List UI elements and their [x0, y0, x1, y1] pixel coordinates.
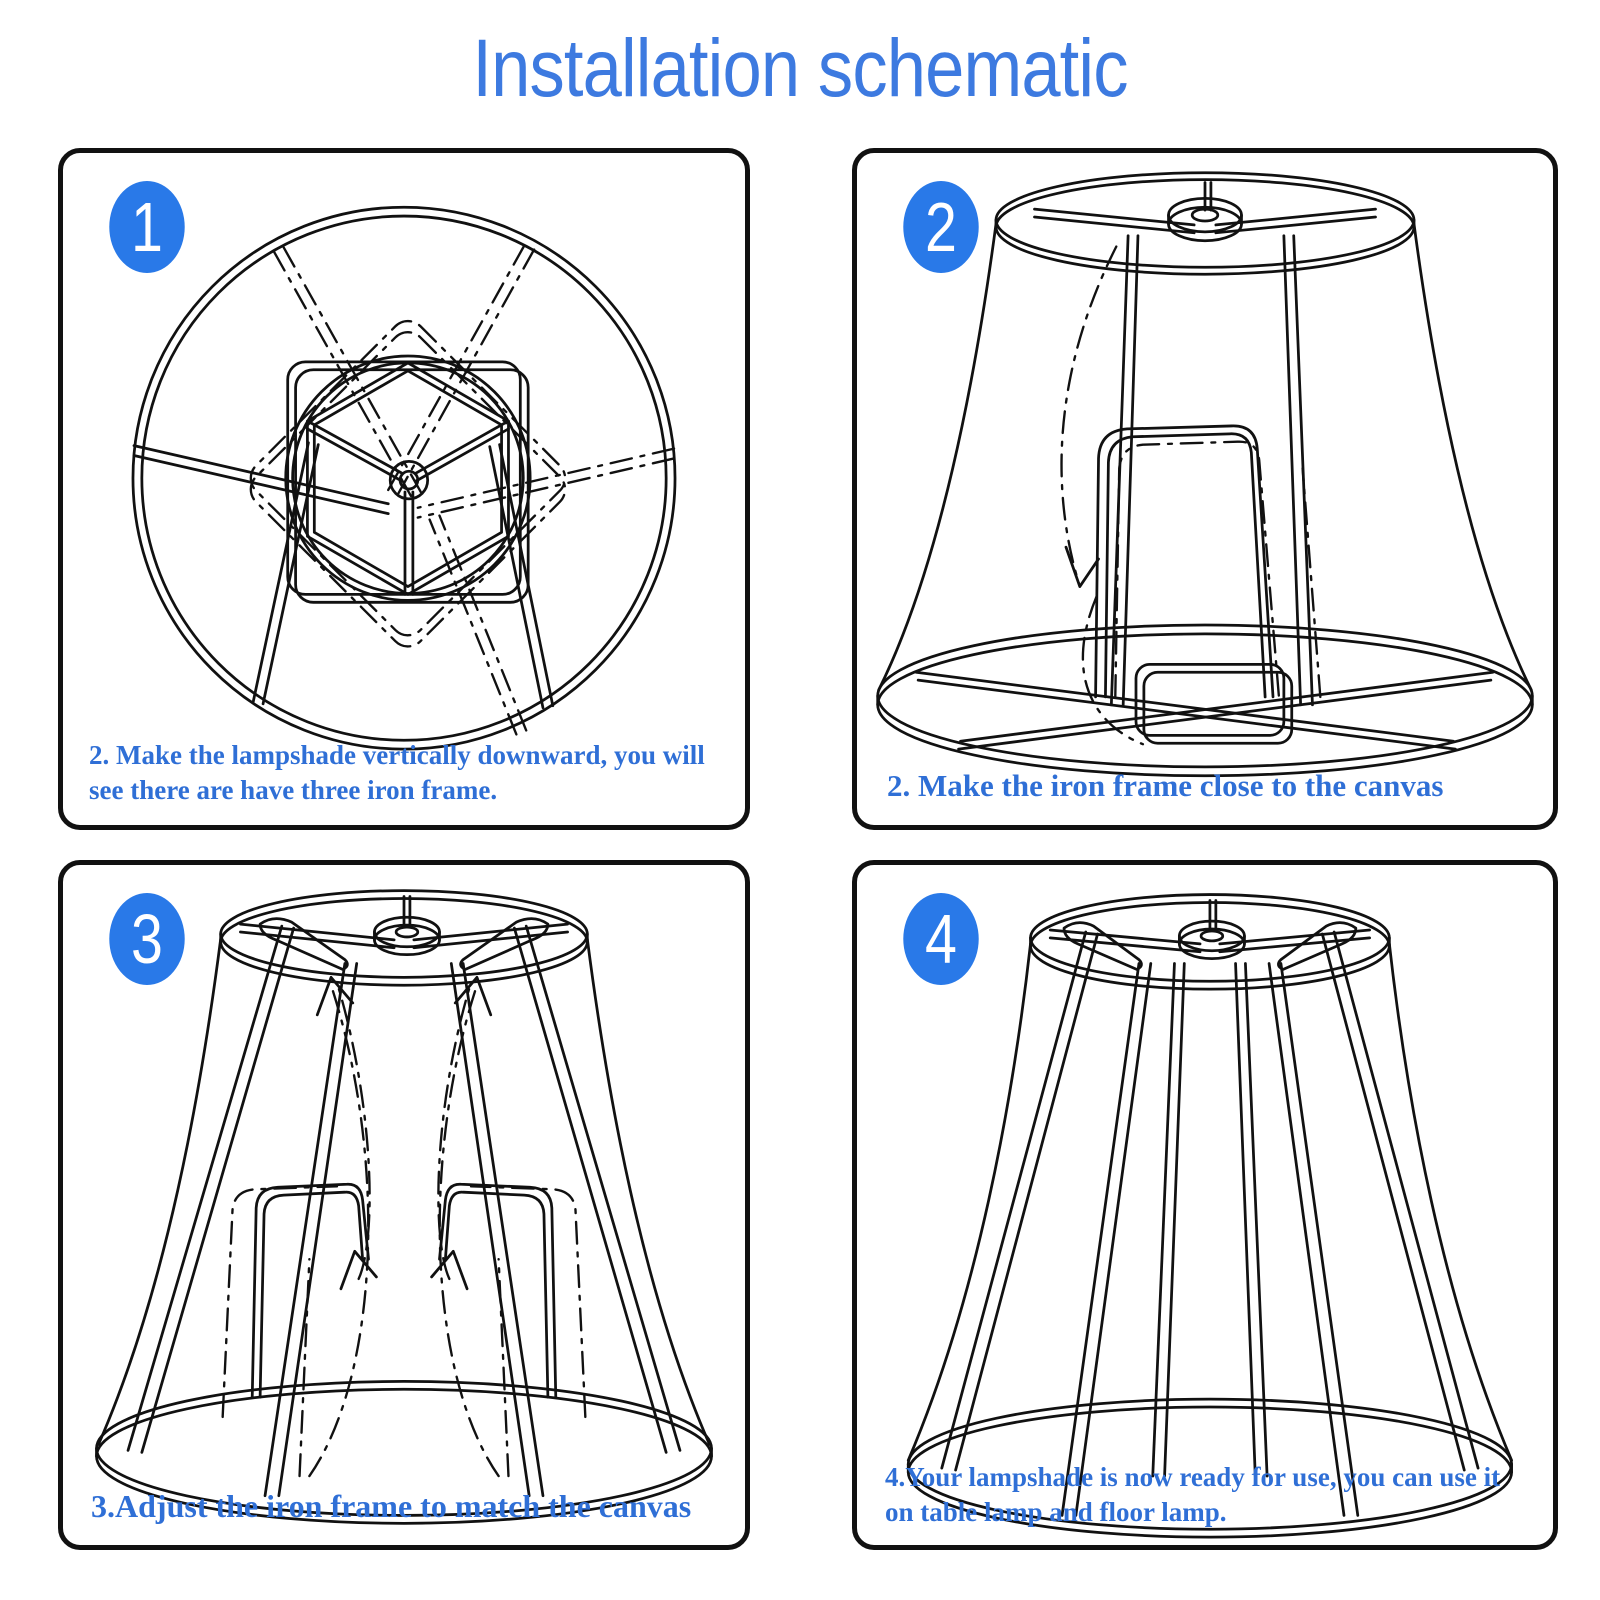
caption-step-1: 2. Make the lampshade vertically downwar…	[89, 739, 705, 806]
caption-step-3: 3.Adjust the iron frame to match the can…	[91, 1487, 692, 1524]
caption-step-4: 4.Your lampshade is now ready for use, y…	[885, 1461, 1501, 1528]
caption-step-2: 2. Make the iron frame close to the canv…	[887, 768, 1444, 804]
step-number-2: 2	[903, 181, 979, 273]
step-badge-2: 2	[895, 181, 987, 273]
illustration-step-4	[857, 865, 1553, 1545]
step-panel-4: 4 4.Your lampshade is now ready for use,…	[852, 860, 1558, 1550]
illustration-step-2	[857, 153, 1553, 825]
step-panel-1: 1 2. Make the lampshade vertically downw…	[58, 148, 750, 830]
step-number-1: 1	[109, 181, 185, 273]
illustration-step-1	[63, 153, 745, 825]
step-panel-3: 3 3.Adjust the iron frame to match the c…	[58, 860, 750, 1550]
step-badge-4: 4	[895, 893, 987, 985]
page-title: Installation schematic	[472, 23, 1128, 114]
illustration-step-3	[63, 865, 745, 1545]
step-number-4: 4	[903, 893, 979, 985]
step-number-3: 3	[109, 893, 185, 985]
step-panel-2: 2 2. Make the iron frame close to the ca…	[852, 148, 1558, 830]
step-badge-3: 3	[101, 893, 193, 985]
step-badge-1: 1	[101, 181, 193, 273]
